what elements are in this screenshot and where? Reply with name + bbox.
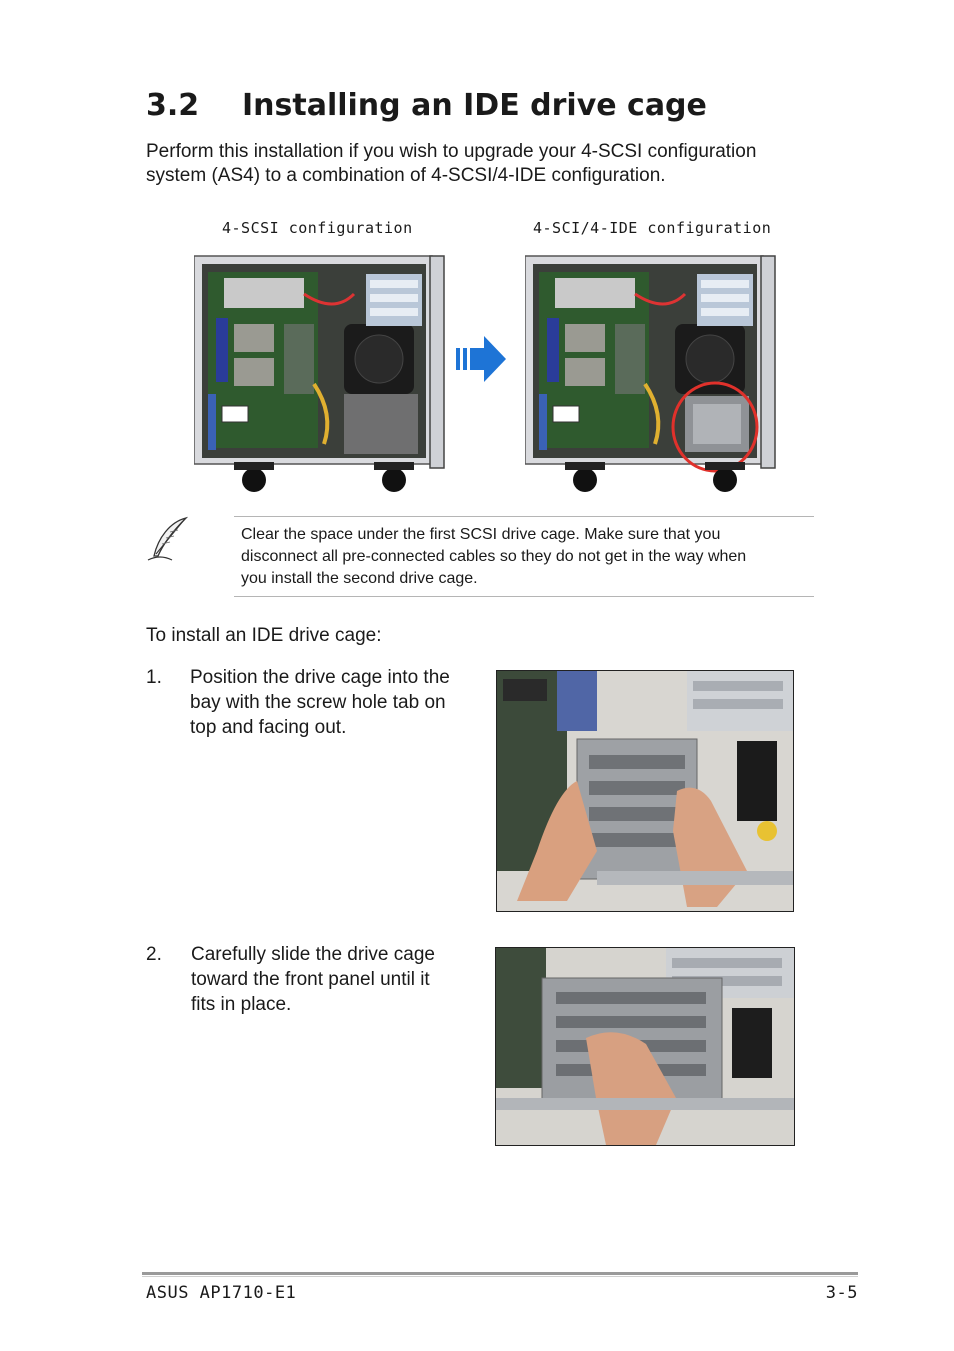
chassis-4-scsi-image <box>194 255 445 492</box>
footer-page-number: 3-5 <box>825 1283 858 1303</box>
step-2-line-3: fits in place. <box>191 994 292 1015</box>
step-2-photo <box>495 947 795 1146</box>
chassis-4-sci-4-ide-image <box>525 255 776 492</box>
note-text: Clear the space under the first SCSI dri… <box>241 524 811 590</box>
step-2-text: Carefully slide the drive cage toward th… <box>191 942 481 1017</box>
section-title: Installing an IDE drive cage <box>242 88 707 123</box>
note-line-3: you install the second drive cage. <box>241 570 478 587</box>
caption-4-sci-4-ide: 4-SCI/4-IDE configuration <box>533 219 772 237</box>
footer-divider-thin <box>142 1276 858 1277</box>
install-heading: To install an IDE drive cage: <box>146 625 382 646</box>
step-2-line-2: toward the front panel until it <box>191 969 430 990</box>
note-bottom-divider <box>234 596 814 597</box>
note-line-1: Clear the space under the first SCSI dri… <box>241 526 721 543</box>
arrow-right-icon <box>456 336 506 382</box>
step-1-line-2: bay with the screw hole tab on <box>190 692 446 713</box>
footer-product-name: ASUS AP1710-E1 <box>146 1283 297 1303</box>
footer-divider <box>142 1272 858 1275</box>
section-number: 3.2 <box>146 88 200 123</box>
note-top-divider <box>234 516 814 517</box>
feather-pen-icon <box>147 516 189 561</box>
intro-line-1: Perform this installation if you wish to… <box>146 141 757 162</box>
step-2-number: 2. <box>146 944 162 965</box>
step-1-line-1: Position the drive cage into the <box>190 667 450 688</box>
step-2-line-1: Carefully slide the drive cage <box>191 944 435 965</box>
step-1-line-3: top and facing out. <box>190 717 347 738</box>
note-line-2: disconnect all pre-connected cables so t… <box>241 548 747 565</box>
step-1-photo <box>496 670 794 912</box>
step-1-text: Position the drive cage into the bay wit… <box>190 665 480 740</box>
intro-paragraph: Perform this installation if you wish to… <box>146 140 826 188</box>
step-1-number: 1. <box>146 667 162 688</box>
intro-line-2: system (AS4) to a combination of 4-SCSI/… <box>146 165 666 186</box>
caption-4-scsi: 4-SCSI configuration <box>222 219 413 237</box>
